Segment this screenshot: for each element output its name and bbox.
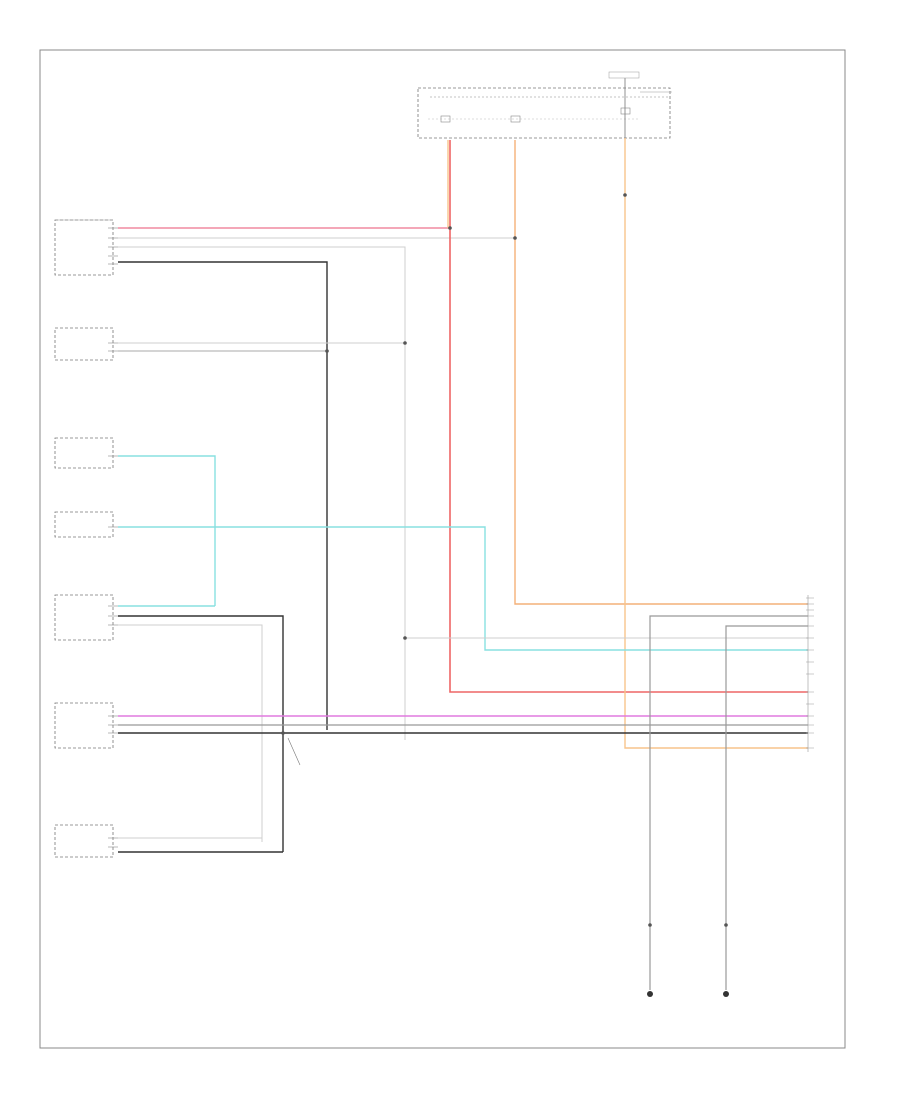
restraints-module: [54, 511, 114, 538]
abs-module: [54, 594, 114, 641]
cyan-wire-restraints: [118, 526, 808, 651]
orange-wire-right: [624, 138, 808, 749]
abs-grey-wire: [118, 624, 263, 842]
module-pin-marks: [108, 227, 118, 848]
diagram-frame: [39, 49, 846, 1049]
orange-wire-middle: [514, 140, 808, 605]
grey-wire-row3: [118, 246, 406, 740]
dlc-ground-wire-right: [725, 625, 808, 990]
black-wire-cluster: [118, 261, 328, 730]
splice-points: [281, 193, 728, 927]
abs-black-wire: [118, 615, 284, 852]
red-wire: [449, 140, 808, 693]
powertrain-module: [54, 702, 114, 749]
fuse-box: [417, 71, 672, 139]
instrument-cluster-module: [54, 219, 114, 276]
diag-connector-module: [54, 824, 114, 858]
ground-symbols: [647, 991, 729, 997]
ipm-module: [54, 327, 114, 361]
parking-aid-module: [54, 437, 114, 469]
dlc-connector: [806, 595, 814, 752]
dlc-ground-wire-left: [649, 615, 808, 990]
cyan-wire-parking: [118, 455, 216, 606]
leader-line: [287, 737, 301, 766]
